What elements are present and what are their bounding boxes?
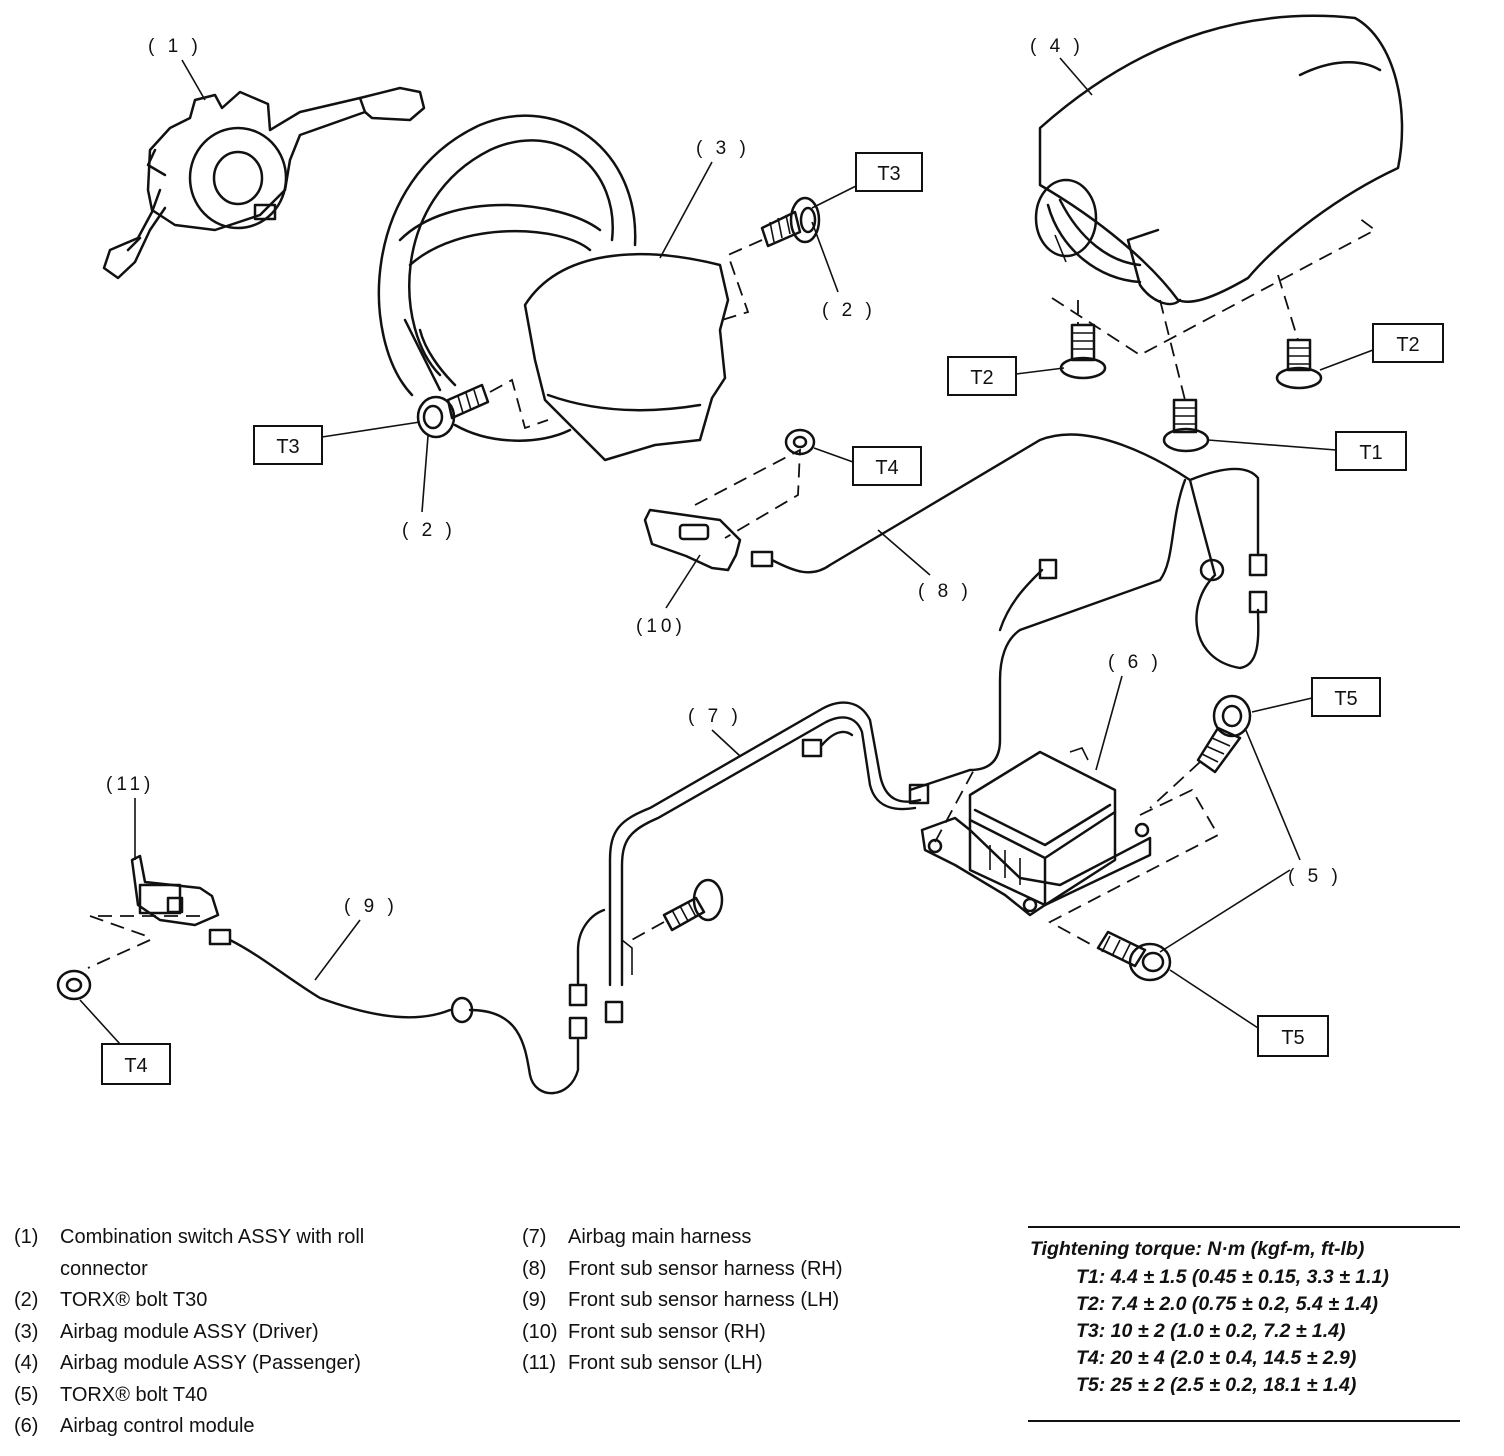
callout-7: ( 7 )	[688, 706, 742, 727]
legend-item-10: (10) Front sub sensor (RH)	[522, 1320, 766, 1343]
legend-item-11: (11) Front sub sensor (LH)	[522, 1352, 763, 1374]
torque-row-t5: T5: 25 ± 2 (2.5 ± 0.2, 18.1 ± 1.4)	[1076, 1374, 1357, 1396]
tag-t2-left: T2	[947, 356, 1017, 396]
svg-text:T1: T1	[1359, 442, 1382, 464]
tag-t5-bottom: T5	[1257, 1015, 1329, 1057]
passenger-airbag-drawing	[1034, 14, 1404, 306]
tag-t3-top: T3	[855, 152, 923, 192]
callout-2-upper: ( 2 )	[822, 300, 876, 321]
tag-t3-left: T3	[253, 425, 323, 465]
callout-11: (11)	[106, 774, 154, 795]
leader-6	[1095, 675, 1123, 771]
legend-item-7: (7) Airbag main harness	[522, 1226, 752, 1248]
legend-item-5: (5) TORX® bolt T40	[14, 1383, 208, 1406]
callout-2-lower: ( 2 )	[402, 520, 456, 541]
legend-item-8: (8) Front sub sensor harness (RH)	[522, 1257, 843, 1280]
leader-2-lower	[421, 435, 429, 513]
torx-bolt-t40-lower	[1096, 930, 1172, 982]
legend-item-2: (2) TORX® bolt T30	[14, 1289, 208, 1311]
front-sub-sensor-harness-lh-drawing	[208, 928, 588, 1095]
torx-bolt-t30-lower	[416, 378, 549, 439]
leader-4	[1059, 57, 1093, 96]
driver-airbag-steering-wheel-drawing	[377, 114, 730, 462]
airbag-control-module-drawing	[920, 747, 1152, 917]
callout-1: ( 1 )	[148, 36, 202, 57]
front-sub-sensor-lh-drawing	[56, 798, 220, 1001]
leader-10	[665, 554, 701, 609]
callout-3: ( 3 )	[696, 138, 750, 159]
svg-text:T4: T4	[875, 457, 898, 479]
airbag-system-exploded-diagram: ( 1 ) ( 3 ) ( 2 ) ( 2 )	[56, 14, 1444, 1095]
legend-item-4: (4) Airbag module ASSY (Passenger)	[14, 1352, 361, 1374]
callout-9: ( 9 )	[344, 896, 398, 917]
svg-text:T4: T4	[124, 1055, 147, 1077]
tag-t2-right: T2	[1372, 323, 1444, 363]
legend-item-9: (9) Front sub sensor harness (LH)	[522, 1289, 840, 1311]
torque-row-t4: T4: 20 ± 4 (2.0 ± 0.4, 14.5 ± 2.9)	[1076, 1347, 1357, 1369]
callout-10: (10)	[636, 616, 686, 637]
leader-7	[711, 729, 741, 757]
leader-1	[181, 59, 206, 101]
svg-text:T3: T3	[877, 163, 900, 185]
legend-item-3: (3) Airbag module ASSY (Driver)	[14, 1320, 319, 1343]
svg-text:T2: T2	[1396, 334, 1419, 356]
tightening-torque-table: Tightening torque: N·m (kgf-m, ft-lb) T1…	[1028, 1226, 1460, 1422]
svg-text:T5: T5	[1334, 688, 1357, 710]
torx-bolt-t30-upper	[721, 196, 821, 321]
tag-t4-left: T4	[101, 1043, 171, 1085]
callout-5: ( 5 )	[1288, 866, 1342, 887]
torque-heading: Tightening torque: N·m (kgf-m, ft-lb)	[1030, 1238, 1365, 1260]
callout-4: ( 4 )	[1030, 36, 1084, 57]
svg-text:T5: T5	[1281, 1027, 1304, 1049]
tag-t4-mid: T4	[852, 446, 922, 486]
leader-5-lower	[1159, 869, 1291, 953]
callout-8: ( 8 )	[918, 581, 972, 602]
tag-t1: T1	[1335, 431, 1407, 471]
torque-row-t3: T3: 10 ± 2 (1.0 ± 0.2, 7.2 ± 1.4)	[1076, 1320, 1346, 1342]
svg-text:T2: T2	[970, 367, 993, 389]
leader-5-upper	[1244, 727, 1301, 861]
leader-t4-left	[79, 999, 121, 1045]
svg-text:T3: T3	[276, 436, 299, 458]
leader-9	[314, 919, 361, 981]
t2-bolt-left	[1059, 323, 1107, 380]
torque-row-t2: T2: 7.4 ± 2.0 (0.75 ± 0.2, 5.4 ± 1.4)	[1076, 1293, 1379, 1315]
torque-row-t1: T1: 4.4 ± 1.5 (0.45 ± 0.15, 3.3 ± 1.1)	[1076, 1266, 1389, 1288]
tag-t5-top: T5	[1311, 677, 1381, 717]
leader-8	[877, 529, 931, 576]
leader-2-upper	[811, 221, 839, 293]
legend-column-right: (7) Airbag main harness (8) Front sub se…	[522, 1222, 962, 1380]
t2-bolt-right	[1275, 338, 1323, 390]
callout-6: ( 6 )	[1108, 652, 1162, 673]
legend-item-6: (6) Airbag control module	[14, 1415, 255, 1437]
front-sub-sensor-rh-drawing	[643, 428, 816, 572]
airbag-main-harness-drawing	[568, 701, 930, 1024]
leader-3	[659, 161, 713, 259]
torx-bolt-t40-upper	[1149, 694, 1252, 809]
combination-switch-drawing	[102, 86, 426, 280]
front-sub-sensor-harness-rh-drawing	[750, 433, 1268, 792]
harness-ground-bolt	[627, 878, 724, 943]
t1-bolt	[1162, 398, 1210, 453]
